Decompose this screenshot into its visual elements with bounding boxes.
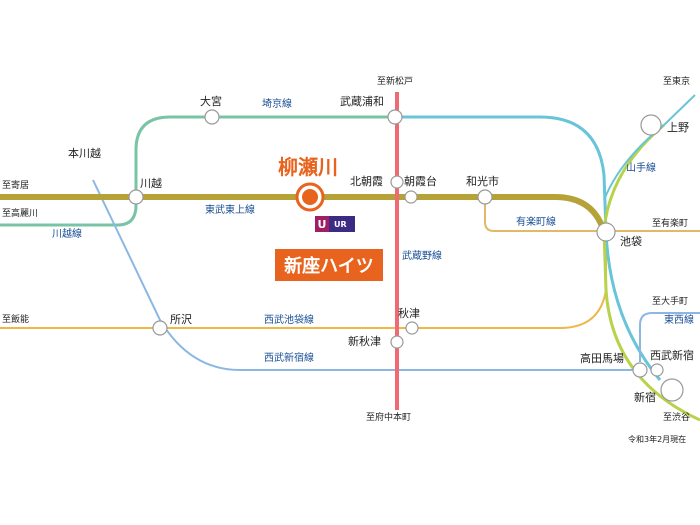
saikyo-line xyxy=(0,115,520,227)
seibu-shinjuku-station xyxy=(650,363,664,377)
hon-kawagoe-label: 本川越 xyxy=(68,147,101,160)
musashi-urawa-station xyxy=(387,109,403,125)
dest-komagawa: 至高麗川 xyxy=(2,209,39,219)
ikebukuro-label: 池袋 xyxy=(620,235,642,248)
fukutoshin-line xyxy=(395,115,662,381)
dest-hanno: 至飯能 xyxy=(2,315,30,325)
akitsu-label: 秋津 xyxy=(398,307,420,320)
seibu-shinjuku-label: 西武新宿 xyxy=(650,349,694,362)
kawagoe-line-label: 川越線 xyxy=(52,229,82,240)
yurakucho-line-label: 有楽町線 xyxy=(516,217,556,228)
tozai-line-label: 東西線 xyxy=(664,315,694,326)
asakadai-station xyxy=(404,190,418,204)
yanasegawa-station-core xyxy=(302,189,318,205)
dest-fuchu-hommachi: 至府中本町 xyxy=(366,413,412,423)
ueno-label: 上野 xyxy=(667,121,689,134)
kawagoe-station xyxy=(128,189,144,205)
tobu-tojo-line xyxy=(0,194,606,231)
dest-higashi-tokyo: 至東京 xyxy=(663,77,691,87)
yanasegawa-title: 柳瀬川 xyxy=(278,155,338,179)
ur-mark-icon: U xyxy=(315,216,329,232)
musashi-urawa-label: 武蔵浦和 xyxy=(340,95,384,108)
kita-asaka-station xyxy=(390,175,404,189)
yamanote-line-label: 山手線 xyxy=(626,163,656,174)
property-callout: 新座ハイツ xyxy=(275,249,383,281)
ur-logo: U UR xyxy=(315,216,355,232)
omiya-label: 大宮 xyxy=(200,95,222,108)
akitsu-station xyxy=(405,321,419,335)
dest-shin-matsudo: 至新松戸 xyxy=(377,77,414,87)
date-note: 令和3年2月現在 xyxy=(628,435,687,444)
takadanobaba-station xyxy=(632,362,648,378)
keihin-line xyxy=(603,94,696,201)
dest-otemachi: 至大手町 xyxy=(652,297,689,307)
shin-akitsu-label: 新秋津 xyxy=(348,335,381,348)
ur-logo-text: UR xyxy=(334,219,347,229)
asakadai-label: 朝霞台 xyxy=(404,175,437,188)
yamanote-line xyxy=(602,123,700,422)
tokorozawa-station xyxy=(152,320,168,336)
tobu-tojo-line-label: 東武東上線 xyxy=(205,205,255,216)
dest-yurakucho: 至有楽町 xyxy=(652,219,689,229)
saikyo-line-label: 埼京線 xyxy=(262,99,292,110)
musashino-line-label: 武蔵野線 xyxy=(402,251,442,262)
tokorozawa-label: 所沢 xyxy=(170,313,192,326)
shinjuku-label: 新宿 xyxy=(634,391,656,404)
kita-asaka-label: 北朝霞 xyxy=(350,175,383,188)
takadanobaba-label: 高田馬場 xyxy=(580,352,624,365)
shin-akitsu-station xyxy=(390,335,404,349)
omiya-station xyxy=(204,109,220,125)
dest-yorii: 至寄居 xyxy=(2,181,30,191)
yurakucho-line xyxy=(484,197,700,232)
tozai-line xyxy=(639,312,700,362)
kawagoe-label: 川越 xyxy=(140,177,162,190)
seibu-ikebukuro-line-label: 西武池袋線 xyxy=(264,315,314,326)
seibu-shinjuku-line-label: 西武新宿線 xyxy=(264,353,314,364)
dest-shibuya: 至渋谷 xyxy=(663,413,691,423)
wakoshi-station xyxy=(477,189,493,205)
wakoshi-label: 和光市 xyxy=(466,175,499,188)
ikebukuro-station xyxy=(596,222,616,242)
shinjuku-station xyxy=(660,378,684,402)
ueno-station xyxy=(640,114,662,136)
